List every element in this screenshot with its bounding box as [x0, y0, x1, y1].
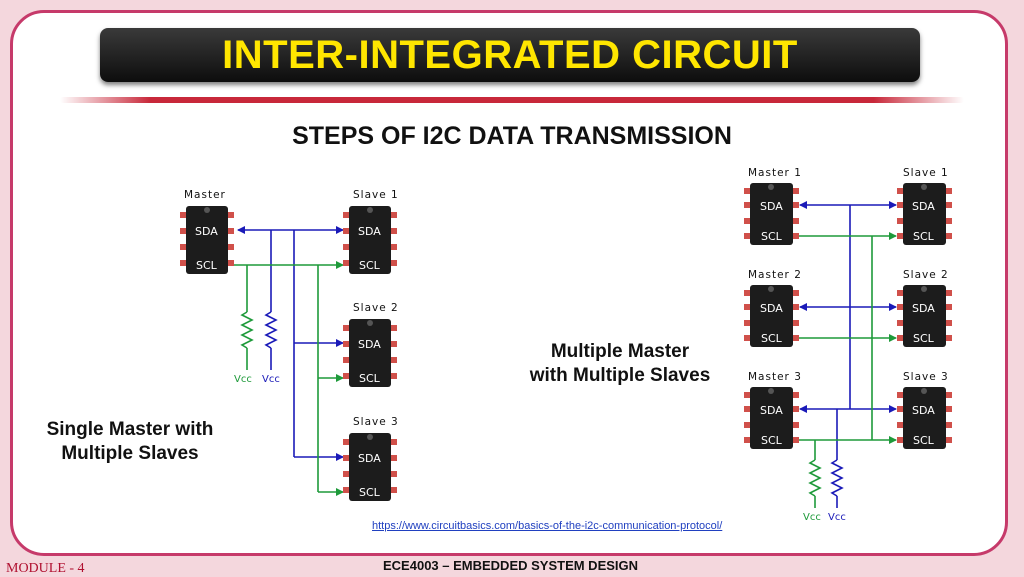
slide-subtitle: STEPS OF I2C DATA TRANSMISSION: [292, 122, 732, 150]
left-master-chip: Master SDA SCL: [180, 189, 234, 274]
right-master1-label: Master 1: [748, 167, 802, 179]
right-master2-sda: SDA: [760, 302, 783, 315]
right-master2-label: Master 2: [748, 269, 802, 281]
left-slave2-chip: Slave 2 SDA SCL: [343, 302, 399, 387]
right-slave1-chip: Slave 1 SDA SCL: [897, 167, 952, 245]
right-master2-chip: Master 2 SDA SCL: [744, 269, 802, 347]
left-slave1-label: Slave 1: [353, 189, 399, 201]
left-slave3-sda: SDA: [358, 452, 381, 465]
right-master3-label: Master 3: [748, 371, 802, 383]
title-bar: INTER-INTEGRATED CIRCUIT: [100, 28, 920, 82]
right-master1-sda: SDA: [760, 200, 783, 213]
right-caption-line2: with Multiple Slaves: [529, 365, 711, 386]
right-slave2-scl: SCL: [913, 332, 935, 345]
right-caption-line1: Multiple Master: [550, 341, 690, 362]
left-master-scl: SCL: [196, 259, 218, 272]
right-caption: Multiple Master with Multiple Slaves: [510, 340, 730, 388]
left-slave1-scl: SCL: [359, 259, 381, 272]
left-caption-line2: Multiple Slaves: [61, 443, 199, 464]
right-slave3-scl: SCL: [913, 434, 935, 447]
slide-title: INTER-INTEGRATED CIRCUIT: [222, 32, 798, 77]
left-slave2-label: Slave 2: [353, 302, 399, 314]
left-scl-bus: [234, 261, 344, 496]
left-slave1-chip: Slave 1 SDA SCL: [343, 189, 399, 274]
left-slave1-sda: SDA: [358, 225, 381, 238]
left-slave2-sda: SDA: [358, 338, 381, 351]
source-link[interactable]: https://www.circuitbasics.com/basics-of-…: [372, 520, 723, 532]
footer-module: MODULE - 4: [6, 561, 85, 576]
right-slave2-label: Slave 2: [903, 269, 949, 281]
right-vcc-sda-label: Vcc: [828, 512, 846, 523]
left-vcc-scl-label: Vcc: [234, 374, 252, 385]
right-sda-bus: [799, 201, 897, 508]
left-slave3-scl: SCL: [359, 486, 381, 499]
left-slave3-chip: Slave 3 SDA SCL: [343, 416, 399, 501]
right-slave3-chip: Slave 3 SDA SCL: [897, 371, 952, 449]
right-slave2-chip: Slave 2 SDA SCL: [897, 269, 952, 347]
title-underline: [60, 97, 964, 103]
left-caption-line1: Single Master with: [46, 419, 214, 440]
left-master-sda: SDA: [195, 225, 218, 238]
right-master3-sda: SDA: [760, 404, 783, 417]
right-scl-bus: [796, 232, 897, 508]
left-slave2-scl: SCL: [359, 372, 381, 385]
right-master1-chip: Master 1 SDA SCL: [744, 167, 802, 245]
right-master2-scl: SCL: [761, 332, 783, 345]
right-slave1-sda: SDA: [912, 200, 935, 213]
right-slave2-sda: SDA: [912, 302, 935, 315]
right-diagram: Vcc Vcc Master 1 SDA SCL Master 2 SDA SC…: [744, 167, 952, 523]
right-master1-scl: SCL: [761, 230, 783, 243]
left-diagram: Vcc Vcc Master SDA SCL Slave 1 SDA SCL S…: [180, 189, 399, 501]
footer-course: ECE4003 – EMBEDDED SYSTEM DESIGN: [383, 558, 639, 573]
left-sda-bus: [237, 226, 344, 461]
right-slave1-scl: SCL: [913, 230, 935, 243]
right-master3-chip: Master 3 SDA SCL: [744, 371, 802, 449]
left-slave3-label: Slave 3: [353, 416, 399, 428]
right-slave3-sda: SDA: [912, 404, 935, 417]
left-caption: Single Master with Multiple Slaves: [40, 418, 220, 466]
right-master3-scl: SCL: [761, 434, 783, 447]
right-vcc-scl-label: Vcc: [803, 512, 821, 523]
left-master-label: Master: [184, 189, 226, 201]
right-slave3-label: Slave 3: [903, 371, 949, 383]
left-vcc-sda-label: Vcc: [262, 374, 280, 385]
right-slave1-label: Slave 1: [903, 167, 949, 179]
